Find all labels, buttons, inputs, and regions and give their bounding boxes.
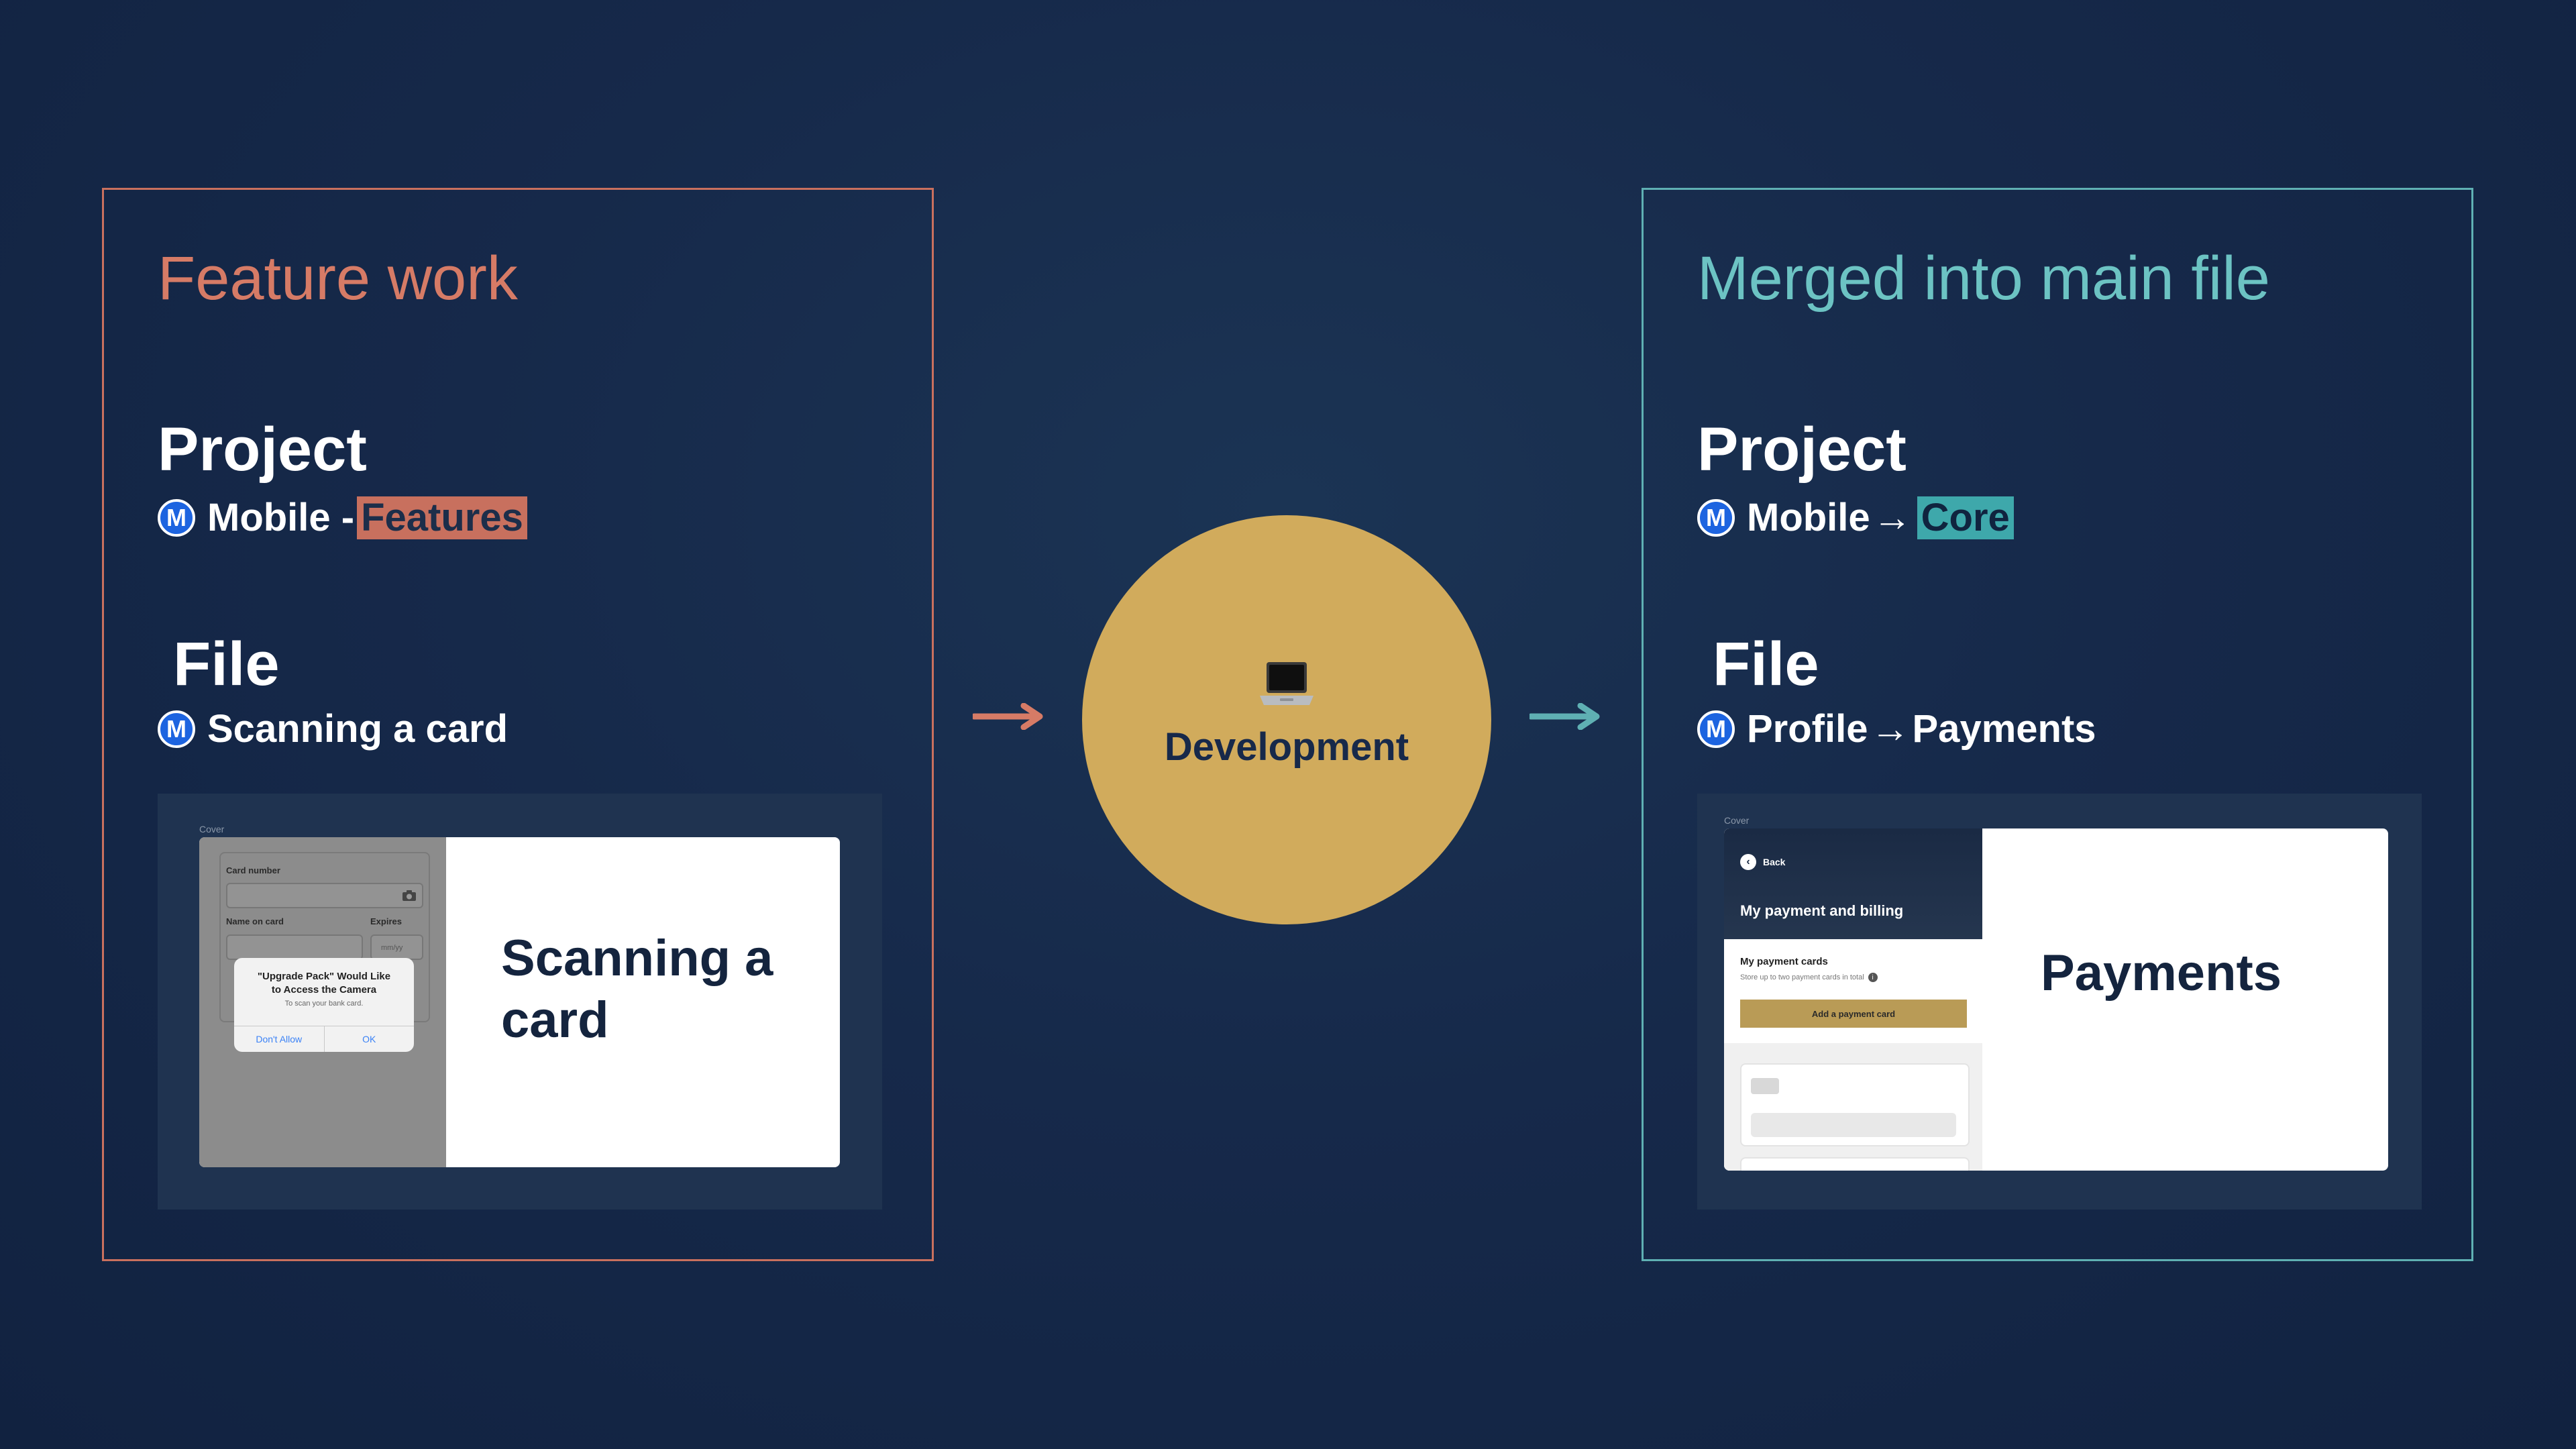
ok-button: OK bbox=[323, 1026, 415, 1052]
payment-billing-heading: My payment and billing bbox=[1740, 902, 1904, 919]
name-on-card-input bbox=[226, 934, 363, 960]
payment-card-placeholder bbox=[1740, 1157, 1970, 1171]
development-label: Development bbox=[1164, 725, 1409, 769]
cover-label: Cover bbox=[199, 824, 225, 835]
file-thumbnail: Cover Card number Name on card Expires m… bbox=[158, 794, 882, 1210]
thumbnail-title-line1: Scanning a bbox=[501, 930, 773, 987]
laptop-icon bbox=[1260, 662, 1313, 705]
payment-cards-subtitle-text: Store up to two payment cards in total bbox=[1740, 973, 1864, 981]
dont-allow-button: Don't Allow bbox=[256, 1034, 303, 1044]
feature-work-panel: Feature work Project M Mobile - Features… bbox=[102, 188, 934, 1261]
card-number-input bbox=[226, 883, 423, 908]
development-circle bbox=[1082, 515, 1491, 924]
back-link: ‹ Back bbox=[1740, 854, 1785, 870]
file-thumbnail: Cover ‹ Back My payment and billing My p… bbox=[1697, 794, 2422, 1210]
cover-label: Cover bbox=[1724, 815, 1750, 826]
arrow-icon: → bbox=[1872, 496, 1912, 539]
camera-icon bbox=[402, 890, 416, 901]
core-tag: Core bbox=[1917, 496, 2014, 539]
dialog-title-line1: "Upgrade Pack" Would Like bbox=[257, 971, 391, 982]
card-chip-icon bbox=[1751, 1078, 1779, 1094]
project-row: M Mobile → Core bbox=[1697, 495, 2014, 540]
arrow-right-icon bbox=[973, 703, 1043, 730]
merged-title: Merged into main file bbox=[1697, 244, 2270, 313]
project-name: Mobile bbox=[1747, 496, 1870, 539]
mobile-badge-icon: M bbox=[158, 498, 195, 537]
thumbnail-title: Payments bbox=[2041, 945, 2282, 1002]
project-row: M Mobile - Features bbox=[158, 495, 527, 540]
mobile-badge-icon: M bbox=[1697, 710, 1735, 748]
expires-label: Expires bbox=[370, 916, 402, 926]
merged-main-file-panel: Merged into main file Project M Mobile →… bbox=[1642, 188, 2473, 1261]
expires-placeholder: mm/yy bbox=[381, 944, 403, 952]
features-tag: Features bbox=[357, 496, 527, 539]
name-on-card-label: Name on card bbox=[226, 916, 284, 926]
payment-cards-title: My payment cards bbox=[1740, 956, 1828, 967]
camera-permission-dialog: "Upgrade Pack" Would Like to Access the … bbox=[234, 958, 414, 1052]
dialog-title-line2: to Access the Camera bbox=[271, 984, 377, 996]
feature-work-title: Feature work bbox=[158, 244, 518, 313]
file-heading: File bbox=[1713, 630, 1819, 698]
dialog-buttons: Don't Allow OK bbox=[234, 1026, 414, 1052]
file-name-from: Profile bbox=[1747, 707, 1868, 751]
thumbnail-title-line2: card bbox=[501, 991, 609, 1049]
file-heading: File bbox=[173, 630, 280, 698]
back-arrow-icon: ‹ bbox=[1740, 854, 1756, 870]
file-name-to: Payments bbox=[1912, 707, 2096, 751]
mobile-badge-icon: M bbox=[158, 710, 195, 748]
arrow-icon: → bbox=[1870, 707, 1910, 751]
payments-mockup: ‹ Back My payment and billing My payment… bbox=[1724, 828, 1982, 1171]
thumbnail-card: Card number Name on card Expires mm/yy "… bbox=[199, 837, 840, 1167]
arrow-right-icon bbox=[1529, 703, 1600, 730]
project-heading: Project bbox=[1697, 415, 1907, 484]
file-row: M Scanning a card bbox=[158, 706, 508, 751]
card-detail-bar bbox=[1751, 1113, 1956, 1137]
payment-cards-subtitle: Store up to two payment cards in total i bbox=[1740, 973, 1878, 982]
project-name: Mobile - bbox=[207, 496, 355, 539]
project-heading: Project bbox=[158, 415, 367, 484]
expires-input: mm/yy bbox=[370, 934, 423, 960]
thumbnail-card: ‹ Back My payment and billing My payment… bbox=[1724, 828, 2388, 1171]
payments-header: ‹ Back My payment and billing bbox=[1724, 828, 1982, 939]
card-scan-mockup: Card number Name on card Expires mm/yy "… bbox=[199, 837, 446, 1167]
add-payment-card-button: Add a payment card bbox=[1740, 1000, 1967, 1028]
file-row: M Profile → Payments bbox=[1697, 706, 2096, 751]
dialog-subtitle: To scan your bank card. bbox=[284, 1000, 364, 1008]
payment-card-placeholder bbox=[1740, 1063, 1970, 1146]
card-number-label: Card number bbox=[226, 865, 280, 875]
info-icon: i bbox=[1868, 973, 1878, 982]
file-name: Scanning a card bbox=[207, 707, 508, 751]
back-label: Back bbox=[1763, 857, 1786, 867]
mobile-badge-icon: M bbox=[1697, 498, 1735, 537]
